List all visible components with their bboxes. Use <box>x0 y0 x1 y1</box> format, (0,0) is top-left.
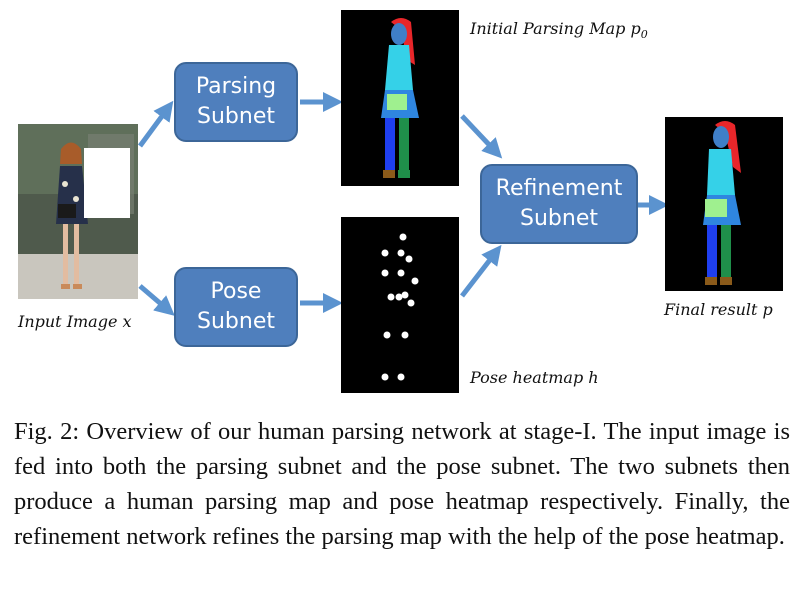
initial-parsing-map <box>341 10 459 186</box>
final-result-illustration <box>703 121 741 285</box>
initial-map-label: Initial Parsing Map p0 <box>470 19 648 41</box>
arrow-heatmap-to-refinement <box>460 244 502 298</box>
final-result-label: Final result p <box>664 300 773 319</box>
initial-parsing-illustration <box>381 18 419 178</box>
pose-heatmap <box>341 217 459 393</box>
final-result-map <box>665 117 783 291</box>
input-image-label: Input Image x <box>18 312 132 331</box>
pose-heatmap-label: Pose heatmap h <box>470 368 599 387</box>
arrow-input-to-pose <box>138 284 175 316</box>
pose-heatmap-dots <box>381 233 419 381</box>
arrow-input-to-parsing <box>137 100 174 148</box>
pose-subnet-line1: Pose <box>210 279 262 304</box>
initial-map-text: Initial Parsing Map p <box>470 19 641 38</box>
refinement-subnet-box: Refinement Subnet <box>480 164 638 244</box>
pose-subnet-box: Pose Subnet <box>174 267 298 347</box>
figure-caption: Fig. 2: Overview of our human parsing ne… <box>14 418 790 550</box>
initial-map-subscript: 0 <box>640 28 648 42</box>
parsing-subnet-box: Parsing Subnet <box>174 62 298 142</box>
occlusion-patch <box>84 148 130 218</box>
input-image <box>18 124 138 299</box>
pose-subnet-line2: Subnet <box>197 309 275 334</box>
arrow-map-to-refinement <box>460 114 503 159</box>
parsing-subnet-line1: Parsing <box>195 74 277 99</box>
refinement-subnet-line1: Refinement <box>495 176 623 201</box>
refinement-subnet-line2: Subnet <box>520 206 598 231</box>
parsing-subnet-line2: Subnet <box>197 104 275 129</box>
